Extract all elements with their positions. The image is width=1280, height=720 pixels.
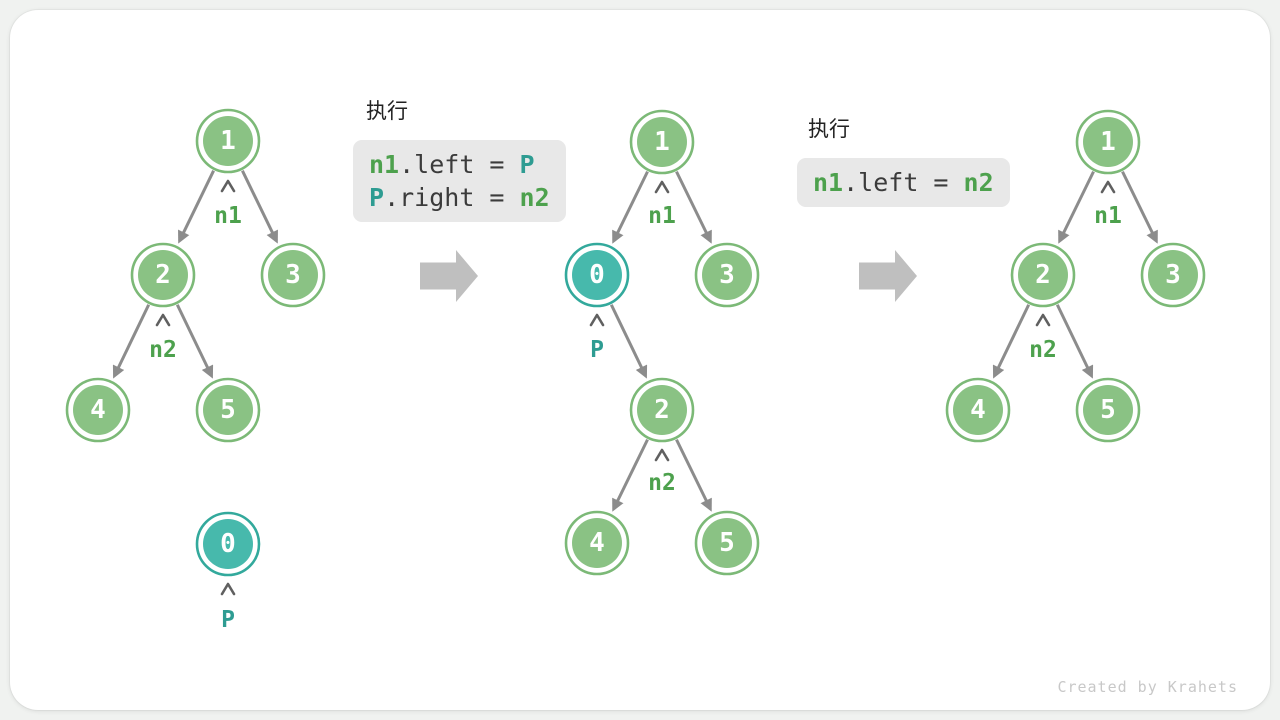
tree-removed: 1 2 3 4 5 n1 n2 [945,109,1206,443]
watermark: Created by Krahets [1057,678,1238,696]
tree-edge [609,304,648,379]
tree-node-4: 4 [564,510,630,576]
tree-node-5: 5 [694,510,760,576]
node-value: 3 [1165,260,1181,290]
transition-arrow-icon [859,250,917,302]
caret-up-icon [1100,180,1116,194]
node-value: 2 [155,260,171,290]
tree-edge [675,170,712,244]
tree-node-3: 3 [694,242,760,308]
node-value: 4 [970,395,986,425]
tree-node-0: 0 [564,242,630,308]
tree-edge [241,170,278,244]
pointer-label-n2: n2 [149,337,177,363]
node-value: 0 [220,529,236,559]
tree-node-5: 5 [1075,377,1141,443]
pointer-label-P: P [590,337,604,363]
caret-up-icon [654,448,670,462]
tree-edge [175,304,214,379]
pointer-label-P: P [221,607,235,633]
tree-edge [112,304,151,379]
tree-node-0: 0 [195,511,261,577]
node-value: 3 [719,260,735,290]
tree-node-5: 5 [195,377,261,443]
node-value: 4 [90,395,106,425]
tree-edge [178,170,215,244]
tree-edge [1121,170,1158,244]
tree-node-3: 3 [260,242,326,308]
pointer-label-n1: n1 [1094,203,1122,229]
pointer-label-n1: n1 [214,203,242,229]
node-value: 0 [589,260,605,290]
node-value: 4 [589,528,605,558]
caret-up-icon [1035,313,1051,327]
tree-edge [1055,304,1094,379]
tree-edge [992,304,1031,379]
node-value: 1 [1100,127,1116,157]
tree-node-2: 2 [1010,242,1076,308]
node-value: 3 [285,260,301,290]
tree-node-3: 3 [1140,242,1206,308]
tree-edge [675,438,712,512]
node-value: 2 [654,395,670,425]
pointer-label-n1: n1 [648,203,676,229]
transition-arrow-icon [420,250,478,302]
caret-up-icon [220,179,236,193]
node-value: 1 [654,127,670,157]
tree-node-4: 4 [65,377,131,443]
tree-node-1: 1 [1075,109,1141,175]
node-value: 5 [220,395,236,425]
caret-up-icon [654,180,670,194]
tree-edge [612,438,649,512]
pointer-label-n2: n2 [648,470,676,496]
tree-node-1: 1 [195,108,261,174]
node-value: 1 [220,126,236,156]
tree-node-4: 4 [945,377,1011,443]
caret-up-icon [155,313,171,327]
tree-initial: 1 2 3 4 5 0 n1 n2P [65,108,326,633]
node-value: 5 [719,528,735,558]
tree-edge [1058,170,1095,244]
pointer-label-n2: n2 [1029,337,1057,363]
tree-node-2: 2 [130,242,196,308]
caret-up-icon [589,313,605,327]
tree-edge [612,170,649,244]
tree-node-2: 2 [629,377,695,443]
caret-up-icon [220,582,236,596]
node-value: 2 [1035,260,1051,290]
tree-node-1: 1 [629,109,695,175]
node-value: 5 [1100,395,1116,425]
